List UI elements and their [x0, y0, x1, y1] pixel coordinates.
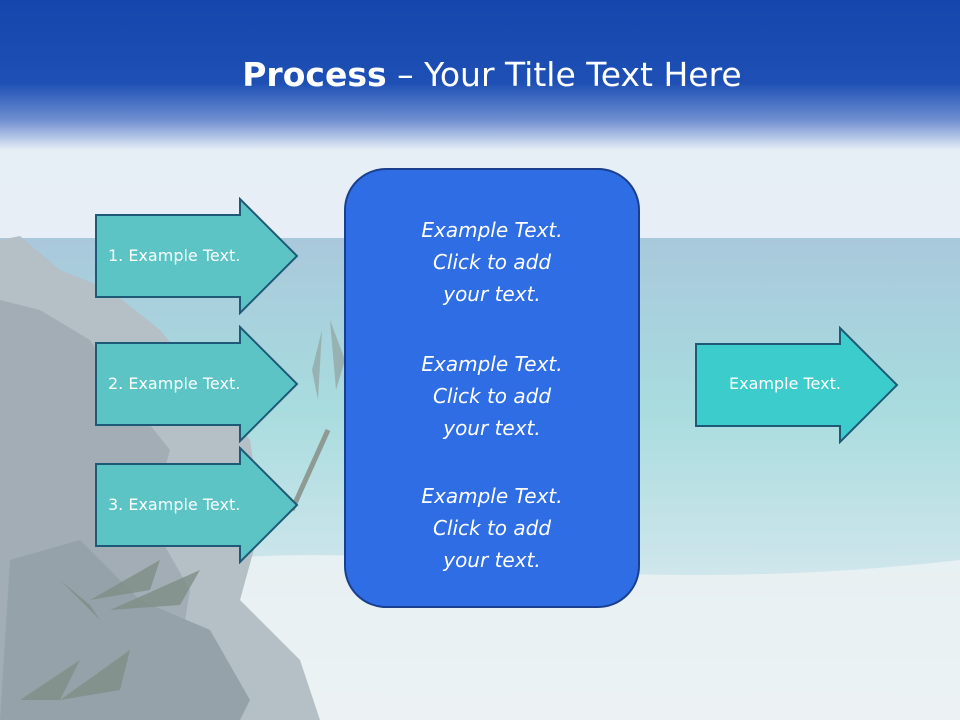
left-arrow-1-label: 1. Example Text. — [108, 246, 241, 265]
title-bold: Process — [242, 55, 387, 94]
center-p2-line-3: your text. — [443, 416, 541, 440]
header-band — [0, 0, 960, 150]
center-p2-line-2: Click to add — [432, 384, 552, 408]
center-p3-line-3: your text. — [443, 548, 541, 572]
left-arrow-1 — [95, 197, 299, 315]
right-arrow-label: Example Text. — [729, 374, 841, 393]
center-p3-line-2: Click to add — [432, 516, 552, 540]
left-arrow-3 — [95, 446, 299, 564]
center-p1-line-2: Click to add — [432, 250, 552, 274]
center-p3-line-1: Example Text. — [421, 484, 563, 508]
left-arrow-2 — [95, 325, 299, 443]
center-paragraph-3: Example Text. Click to add your text. — [346, 480, 638, 576]
center-paragraph-1: Example Text. Click to add your text. — [346, 214, 638, 310]
left-arrow-3-label: 3. Example Text. — [108, 495, 241, 514]
title-rest: – Your Title Text Here — [386, 55, 742, 94]
center-text-box: Example Text. Click to add your text. Ex… — [344, 168, 640, 608]
center-paragraph-2: Example Text. Click to add your text. — [346, 348, 638, 444]
center-p1-line-3: your text. — [443, 282, 541, 306]
left-arrow-2-label: 2. Example Text. — [108, 374, 241, 393]
center-p2-line-1: Example Text. — [421, 352, 563, 376]
center-p1-line-1: Example Text. — [421, 218, 563, 242]
right-arrow — [695, 326, 899, 444]
slide-title: Process – Your Title Text Here — [0, 52, 960, 98]
